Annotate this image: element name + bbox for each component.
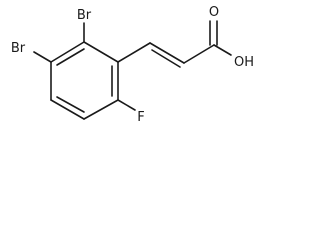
benzene-ring (50, 41, 119, 120)
ring-bond-c1-c2 (83, 41, 119, 63)
bond-ring-to-vinyl (117, 42, 151, 63)
bond-vinyl-to-carboxyl (183, 44, 215, 64)
bond-c6-f (117, 99, 136, 111)
chemical-structure-diagram: Br Br F O OH (11, 5, 254, 125)
ring-bond-c4-c5 (50, 99, 85, 120)
atom-label-br-top: Br (77, 8, 92, 23)
ring-bond-c2-c3 (50, 41, 85, 63)
vinyl-double-bond-inner (151, 49, 181, 68)
ring-double-bond-c2-c3 (56, 48, 85, 66)
atom-label-hydroxyl: OH (234, 55, 254, 70)
bond-carboxyl-to-oh (213, 44, 232, 56)
bond-c3-br (33, 51, 52, 63)
atom-label-fluorine: F (137, 110, 144, 125)
atom-label-br-left: Br (11, 41, 26, 56)
vinyl-double-bond (149, 42, 185, 64)
ring-double-bond-c4-c5 (56, 96, 85, 113)
atom-label-oxygen: O (209, 5, 219, 20)
ring-bond-c5-c6 (83, 99, 119, 120)
